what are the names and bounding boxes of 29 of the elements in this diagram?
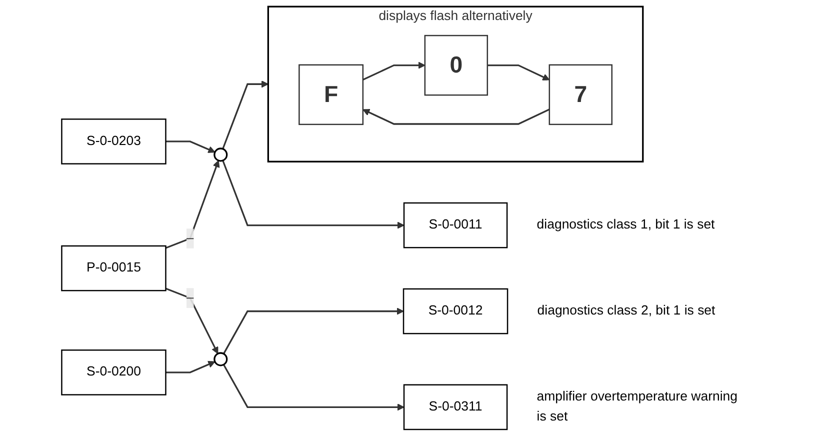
arrow [165,288,218,354]
arrow [487,64,550,80]
arrow [165,160,220,249]
arrow [362,108,550,125]
arrow [222,80,268,149]
arrow [222,308,404,354]
node-circle [214,352,228,366]
arrow [166,360,216,374]
node-label: diagnostics class 2, bit 1 is set [537,304,716,318]
node-label: displays flash alternatively [378,9,532,24]
node-box: F [298,64,364,126]
edge-label: – [186,290,194,305]
cluster [267,6,644,162]
node-box: S-0-0311 [403,384,508,430]
edge-label: – [186,231,194,246]
arrow [222,160,404,229]
node-box: S-0-0203 [61,118,166,164]
arrow [222,364,404,411]
node-box: 0 [424,34,488,96]
node-box: P-0-0015 [61,245,166,292]
arrow [166,140,216,153]
arrow [362,62,426,81]
node-box: S-0-0011 [403,202,508,248]
node-circle [214,148,228,162]
node-box: 7 [548,64,612,126]
node-box: S-0-0012 [402,288,508,334]
node-label: diagnostics class 1, bit 1 is set [536,218,715,232]
node-box: S-0-0200 [61,349,166,396]
node-label: amplifier overtemperature warning is set [536,390,738,424]
